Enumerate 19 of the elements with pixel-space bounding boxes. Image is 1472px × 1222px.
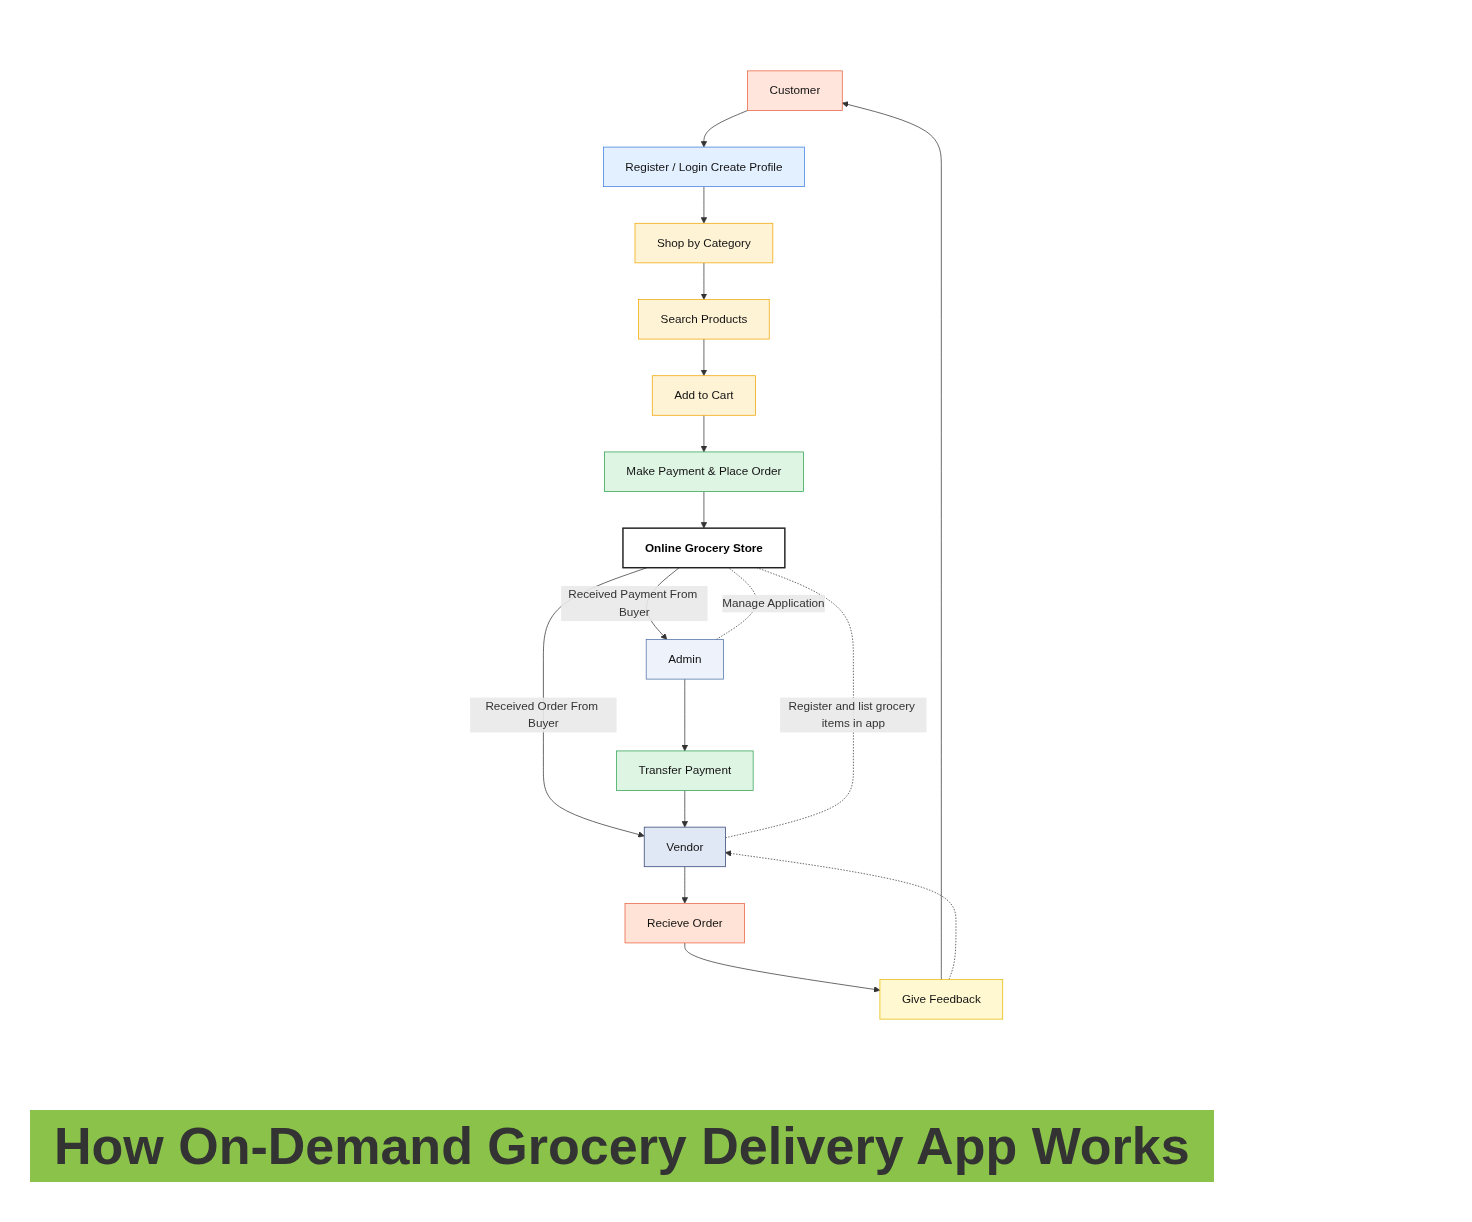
edge-label: Manage Application (721, 597, 825, 610)
node-box: Transfer Payment (615, 750, 754, 791)
edge-label: Register and list grocery items in app (788, 699, 915, 730)
connector (724, 567, 854, 839)
node-box: Register / Login Create Profile (602, 146, 805, 187)
connector (715, 567, 757, 640)
edge-label: Received Order From Buyer (484, 699, 598, 730)
node-box: Shop by Category (634, 222, 773, 264)
node-box: Make Payment & Place Order (603, 451, 804, 492)
node-box: Add to Cart (651, 375, 756, 416)
node-box: Online Grocery Store (621, 527, 786, 569)
node-box: Admin (645, 639, 724, 680)
title: How On-Demand Grocery Delivery App Works (30, 1110, 1214, 1182)
edge-label: Received Payment From Buyer (567, 588, 697, 619)
node-box: Vendor (643, 826, 726, 868)
node-box: Search Products (637, 299, 770, 340)
node-box: Recieve Order (624, 903, 745, 944)
node-box: Give Feedback (879, 979, 1003, 1020)
node-box: Customer (746, 70, 843, 111)
